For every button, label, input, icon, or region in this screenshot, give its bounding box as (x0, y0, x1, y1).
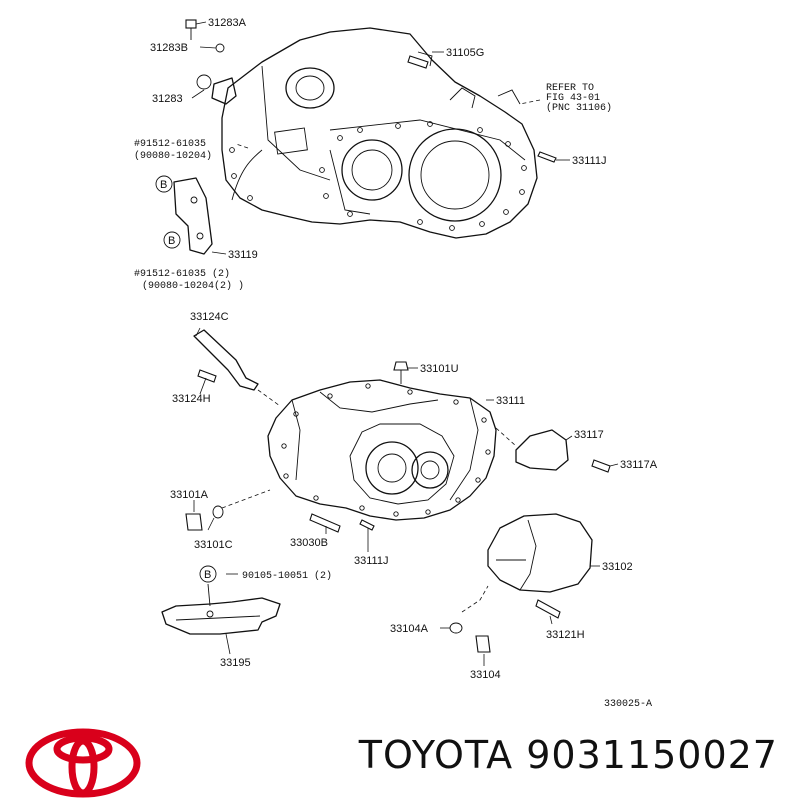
brand-footer: TOYOTA 9031150027 (0, 715, 800, 800)
svg-text:B: B (204, 569, 211, 581)
callout-31283B: 31283B (150, 42, 188, 54)
b-marker-3: B (199, 565, 217, 583)
callout-33104: 33104 (470, 669, 501, 681)
callout-33124C: 33124C (190, 311, 229, 323)
callout-33111: 33111 (496, 395, 525, 407)
b-marker-1: B (155, 175, 173, 193)
callout-90080-10204-b: (90080-10204(2) ) (142, 280, 244, 292)
callout-90105-10051: 90105-10051 (2) (242, 570, 332, 582)
callout-31105G: 31105G (446, 47, 484, 59)
callout-refer-pnc: (PNC 31106) (546, 102, 612, 114)
callout-33119: 33119 (228, 249, 258, 261)
figure-number: 330025-A (604, 699, 652, 710)
lower-transaxle-housing (185, 329, 611, 533)
callout-33030B: 33030B (290, 537, 328, 549)
callout-33124H: 33124H (172, 393, 211, 405)
callout-33117A: 33117A (620, 459, 658, 471)
protector-plate (161, 583, 281, 635)
toyota-logo-icon (25, 728, 141, 798)
callout-33101A: 33101A (170, 489, 209, 501)
callout-91512-61035-a: #91512-61035 (134, 139, 206, 150)
svg-text:B: B (168, 235, 175, 247)
b-marker-2: B (163, 231, 181, 249)
callout-33101C: 33101C (194, 539, 233, 551)
callout-31283A: 31283A (208, 17, 247, 29)
brand-title: TOYOTA 9031150027 (358, 733, 778, 777)
svg-text:B: B (160, 179, 167, 191)
callout-33195: 33195 (220, 657, 251, 669)
callout-33104A: 33104A (390, 623, 429, 635)
callout-33121H: 33121H (546, 629, 585, 641)
callout-33111J-bottom: 33111J (354, 555, 388, 567)
callout-refer-fig: FIG 43-01 (546, 93, 600, 104)
callout-33117: 33117 (574, 429, 604, 441)
callout-91512-61035-b: #91512-61035 (2) (134, 268, 230, 280)
callout-33102: 33102 (602, 561, 633, 573)
callout-refer-to: REFER TO (546, 83, 594, 94)
leader-lines (191, 21, 619, 666)
callout-33101U: 33101U (420, 363, 459, 375)
callout-31283: 31283 (152, 93, 183, 105)
upper-transaxle-housing (173, 19, 557, 255)
callout-33111J-top: 33111J (572, 155, 606, 167)
callout-90080-10204-a: (90080-10204) (134, 150, 212, 162)
